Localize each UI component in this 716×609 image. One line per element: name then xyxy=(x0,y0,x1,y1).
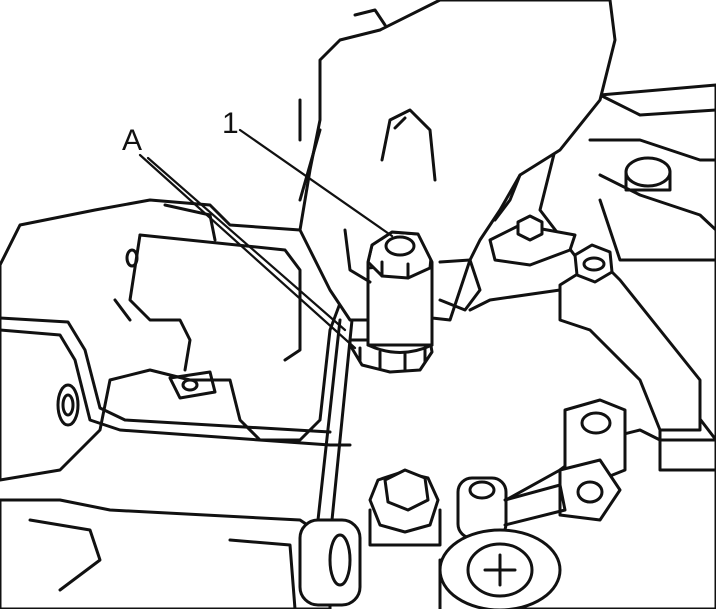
leader-line-a xyxy=(138,153,357,350)
bottom-fittings xyxy=(368,468,567,609)
socket-tool xyxy=(348,230,434,374)
right-engine-block xyxy=(458,83,716,609)
callout-label-1: 1 xyxy=(222,107,239,140)
callout-label-a: A xyxy=(122,124,142,157)
divider-bar xyxy=(316,318,354,522)
right-link-arm xyxy=(558,243,702,522)
center-bracket xyxy=(468,214,577,312)
lower-left-bracket xyxy=(0,498,362,609)
hand xyxy=(298,0,617,322)
leader-line-1 xyxy=(238,128,394,238)
leader-line-a-inner xyxy=(146,156,347,332)
left-housing xyxy=(0,198,347,482)
leader-lines xyxy=(138,128,394,350)
hose xyxy=(0,316,352,447)
